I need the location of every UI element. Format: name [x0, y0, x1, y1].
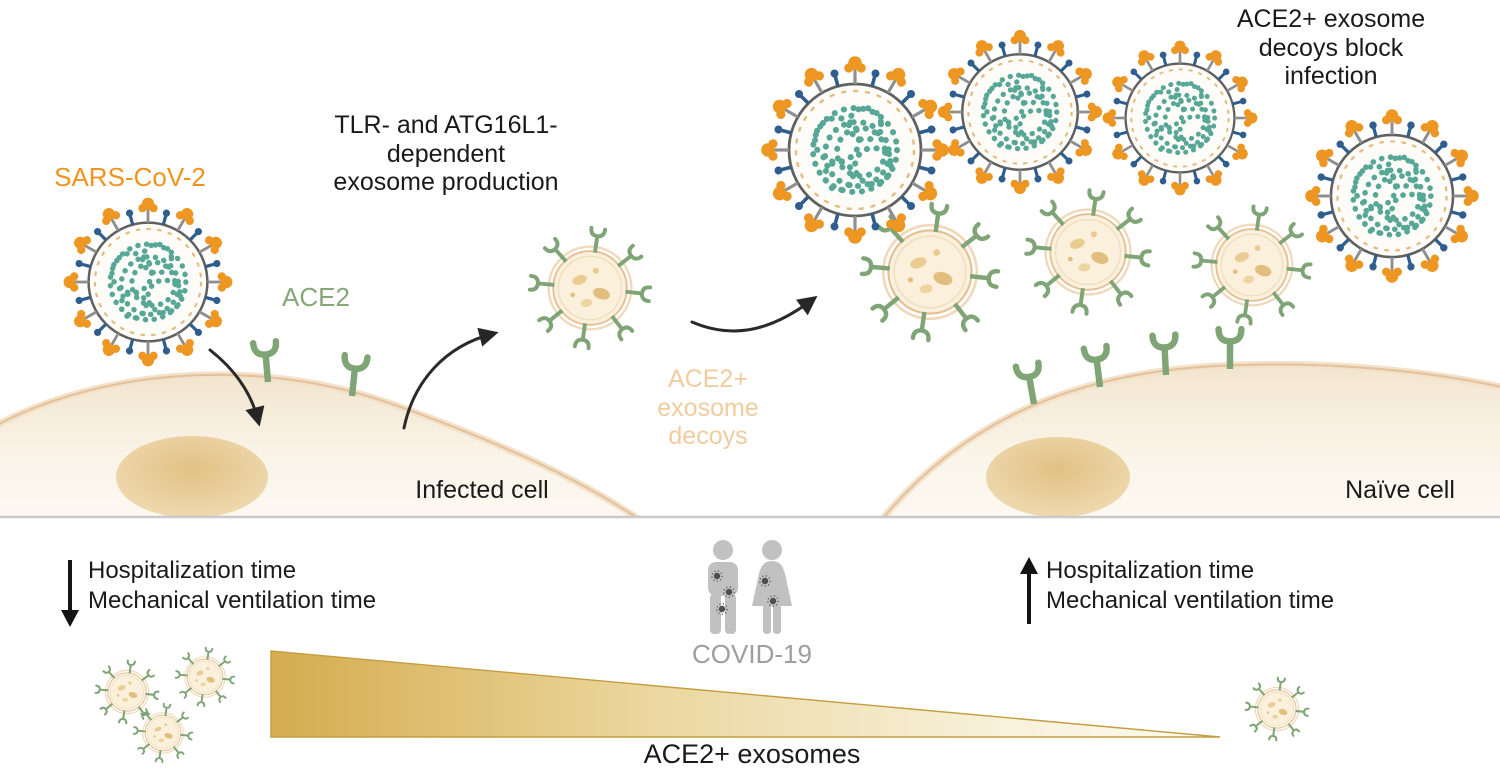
naive-cell-nucleus — [986, 437, 1130, 516]
exosome-decoy — [530, 228, 650, 348]
exosome-decoy — [176, 648, 235, 707]
decoy-action-arrow — [690, 295, 818, 333]
exosome-decoy — [862, 204, 998, 340]
exosome-release-arrow — [402, 327, 499, 430]
virus-entry-arrow — [208, 348, 265, 427]
exosome-decoy — [1246, 678, 1309, 741]
decrease-arrow-icon — [61, 560, 79, 627]
process-label: TLR- and ATG16L1- dependent exosome prod… — [333, 111, 559, 196]
block-infection-label: ACE2+ exosome decoys block infection — [1236, 5, 1426, 90]
naive-cell-label: Naïve cell — [1345, 476, 1455, 504]
decrease-outcomes-label: Hospitalization time Mechanical ventilat… — [88, 557, 377, 614]
infected-cell-nucleus — [116, 436, 268, 516]
increase-arrow-icon — [1020, 557, 1038, 624]
sars-cov-2-label: SARS-CoV-2 — [54, 162, 206, 192]
gradient-axis-label: ACE2+ exosomes — [643, 739, 861, 768]
ace2-label: ACE2 — [282, 282, 350, 312]
sars-cov-2-virion — [1305, 109, 1479, 283]
infected-cell-label: Infected cell — [415, 476, 549, 504]
exosome-gradient-wedge — [270, 650, 1221, 738]
covid-19-label: COVID-19 — [692, 639, 812, 669]
covid-patients-icon — [708, 540, 792, 634]
exosome-decoy — [96, 661, 159, 724]
exosome-decoy — [1193, 206, 1310, 323]
naive-cell — [880, 360, 1500, 516]
decoy-label: ACE2+ exosome decoys — [657, 365, 759, 450]
infected-cell — [0, 371, 641, 516]
increase-outcomes-label: Hospitalization time Mechanical ventilat… — [1046, 557, 1335, 614]
exosome-decoy — [1026, 190, 1150, 313]
sars-cov-2-virion — [938, 30, 1102, 194]
sars-cov-2-virion — [761, 56, 949, 244]
sars-cov-2-virion — [64, 198, 233, 367]
